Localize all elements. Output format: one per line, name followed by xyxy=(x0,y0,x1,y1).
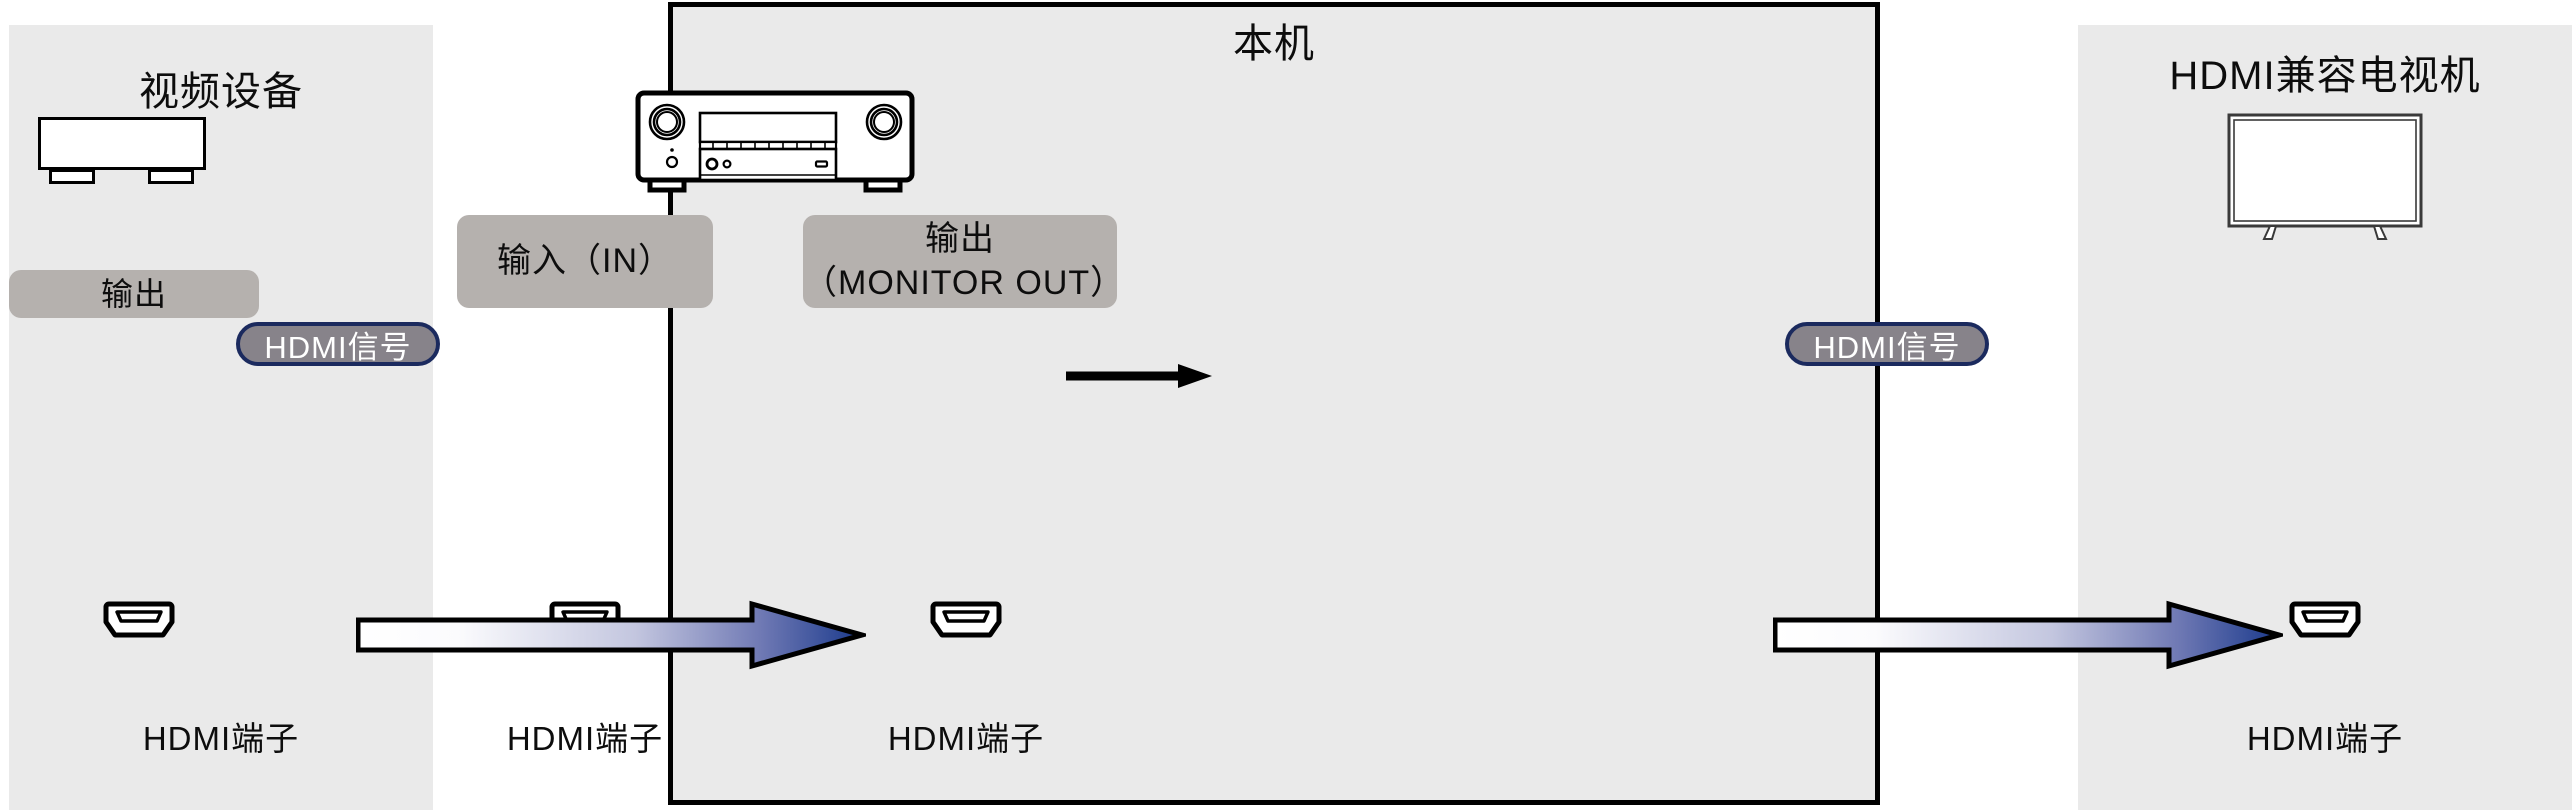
hdmi-signal-arrow-unit-to-tv xyxy=(1772,600,2289,670)
component-foot-left xyxy=(49,169,95,184)
hdmi-signal-arrow-source-to-unit xyxy=(355,600,872,670)
right-arrow-icon-internal xyxy=(1066,361,1212,391)
flat-panel-tv-icon xyxy=(2227,113,2423,240)
hdmi-port-caption-source: HDMI端子 xyxy=(142,720,300,757)
unit-output-label-line1: 输出 xyxy=(925,219,995,258)
hdmi-signal-badge-right: HDMI信号 xyxy=(1785,322,1989,366)
panel-source-title: 视频设备 xyxy=(139,70,303,114)
source-output-label: 输出 xyxy=(9,270,259,318)
hdmi-signal-badge-left: HDMI信号 xyxy=(236,322,440,366)
av-receiver-icon xyxy=(634,90,916,193)
unit-input-label: 输入（IN） xyxy=(457,215,713,308)
unit-output-label: 输出 （MONITOR OUT） xyxy=(803,215,1126,308)
hdmi-port-caption-tv: HDMI端子 xyxy=(2246,720,2404,757)
panel-tv-title: HDMI兼容电视机 xyxy=(2169,54,2481,98)
hdmi-port-caption-unit-out: HDMI端子 xyxy=(887,720,1045,757)
hdmi-port-caption-unit-in: HDMI端子 xyxy=(506,720,664,757)
component-foot-right xyxy=(148,169,194,184)
av-component-box-icon xyxy=(38,117,206,184)
component-body xyxy=(38,117,206,170)
hdmi-port-icon-tv xyxy=(2289,601,2361,639)
hdmi-port-icon-unit-out xyxy=(930,601,1002,639)
panel-unit-title: 本机 xyxy=(1233,22,1315,66)
unit-output-label-line2: （MONITOR OUT） xyxy=(803,263,1126,302)
hdmi-port-icon-source xyxy=(103,601,175,639)
